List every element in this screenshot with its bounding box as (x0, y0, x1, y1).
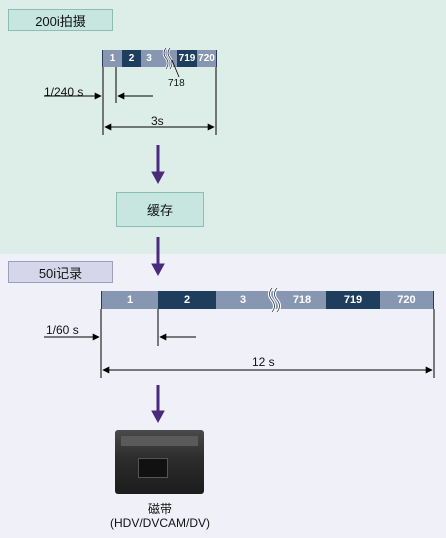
recording-tab-label: 50i记录 (38, 265, 83, 281)
shooting-frame-gap (157, 50, 177, 67)
shooting-frame-1: 1 (103, 50, 122, 67)
frame-718-callout: 718 (168, 78, 185, 89)
tape-title: 磁带 (147, 502, 172, 516)
shooting-tab: 200i拍摄 (8, 9, 113, 31)
recording-frame-718: 718 (270, 291, 326, 309)
buffer-box: 缓存 (116, 192, 204, 227)
tape-formats: (HDV/DVCAM/DV) (109, 516, 210, 530)
tape-cassette-image (115, 430, 204, 494)
shooting-interval-label: 1/240 s (44, 85, 84, 99)
recording-tab: 50i记录 (8, 261, 113, 283)
recording-frame-1: 1 (102, 291, 158, 309)
shooting-duration-label: 3s (151, 114, 164, 128)
recording-frame-719: 719 (326, 291, 380, 309)
shooting-section (0, 0, 446, 254)
shooting-frame-3: 3 (141, 50, 157, 67)
tape-window (138, 458, 168, 478)
recording-frame-3: 3 (216, 291, 270, 309)
recording-frame-2: 2 (158, 291, 216, 309)
shooting-frame-2: 2 (122, 50, 141, 67)
shooting-frame-719: 719 (177, 50, 197, 67)
tape-label-area (121, 436, 198, 446)
shooting-frame-720: 720 (197, 50, 216, 67)
buffer-label: 缓存 (146, 203, 173, 218)
recording-duration-label: 12 s (252, 355, 275, 369)
recording-interval-label: 1/60 s (46, 323, 79, 337)
recording-frame-720: 720 (380, 291, 433, 309)
shooting-tab-label: 200i拍摄 (35, 13, 86, 29)
